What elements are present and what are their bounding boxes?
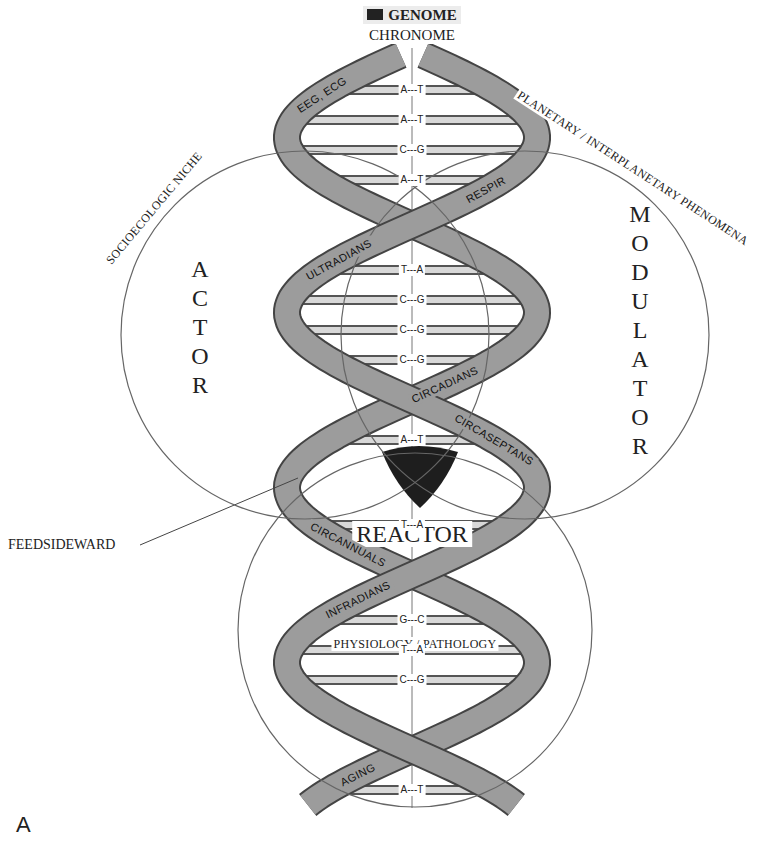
- base-pair-label: G---C: [398, 614, 427, 626]
- legend-text: GENOME: [388, 7, 456, 23]
- circle-outline: [237, 452, 593, 808]
- strand-ribbon: [287, 55, 537, 805]
- strand-outline: [287, 55, 537, 805]
- context-circle: REACTORPHYSIOLOGY / PATHOLOGY: [237, 452, 593, 808]
- rhythm-band-label: EEG, ECG: [292, 73, 351, 118]
- legend-swatch: [367, 9, 383, 20]
- base-pair-label: A---T: [399, 84, 426, 96]
- chronome-title: CHRONOME: [366, 26, 458, 44]
- rung-outline: [293, 325, 531, 335]
- base-pair-label: T---A: [399, 264, 425, 276]
- base-pair-label: A---T: [399, 114, 426, 126]
- circle-line: [341, 151, 709, 519]
- rhythm-band-label: CIRCADIANS: [407, 363, 483, 407]
- rung-outline: [290, 295, 534, 305]
- rung-outline: [293, 115, 531, 125]
- circle-line: [238, 453, 592, 807]
- circle-title: ACTOR: [188, 255, 212, 400]
- base-pair-label: C---G: [398, 674, 427, 686]
- base-pair-label: A---T: [399, 784, 426, 796]
- legend-entry: GENOME: [363, 6, 460, 24]
- base-pair-label: A---T: [399, 434, 426, 446]
- circle-line: [121, 151, 489, 519]
- rhythm-band-label: RESPIR: [461, 172, 511, 207]
- base-pair-label: C---G: [398, 294, 427, 306]
- panel-letter: A: [16, 812, 31, 838]
- base-pair-label: C---G: [398, 324, 427, 336]
- context-circle: ACTORSOCIOECOLOGIC NICHE: [120, 150, 490, 520]
- circle-outline: [120, 150, 490, 520]
- circle-scope-label: SOCIOECOLOGIC NICHE: [102, 148, 207, 269]
- feedsideward-callout: FEEDSIDEWARD: [8, 537, 115, 553]
- base-pair-label: A---T: [399, 174, 426, 186]
- base-pair-label: T---A: [399, 519, 425, 531]
- base-pair-label: C---G: [398, 354, 427, 366]
- base-pair-label: T---A: [399, 644, 425, 656]
- rung-outline: [293, 675, 531, 685]
- rhythm-band-label: INFRADIANS: [321, 577, 395, 623]
- base-pair-label: C---G: [398, 144, 427, 156]
- rhythm-band-label: ULTRADIANS: [301, 235, 376, 284]
- rhythm-band-label: AGING: [335, 760, 380, 791]
- helix-axis: [412, 48, 413, 808]
- strand-outline: [287, 55, 537, 805]
- strand-ribbon: [287, 55, 537, 805]
- rhythm-band-label: CIRCASEPTANS: [450, 410, 539, 470]
- circle-title: MODULATOR: [628, 200, 652, 461]
- leader-line: [140, 478, 298, 545]
